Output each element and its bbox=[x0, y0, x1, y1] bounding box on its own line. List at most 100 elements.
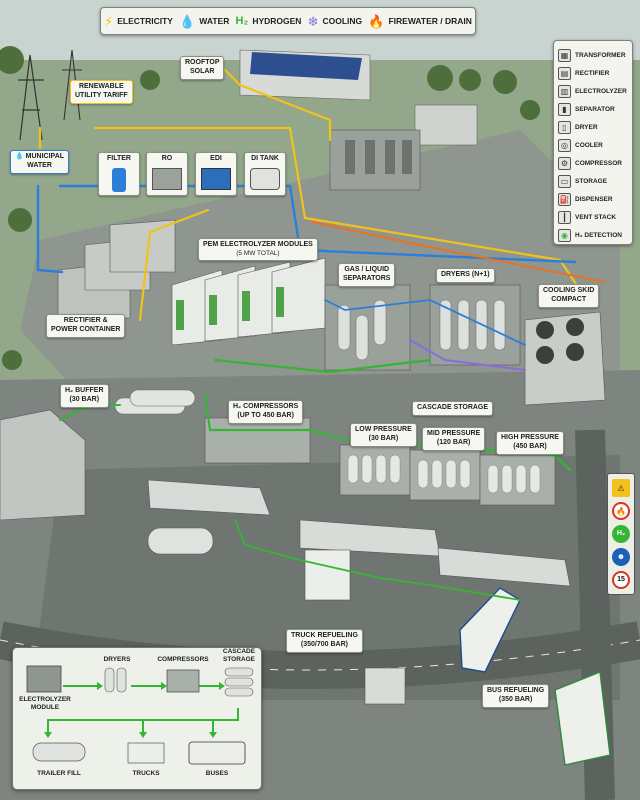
container-icon bbox=[26, 665, 62, 693]
equipment-legend: ▦ TRANSFORMER ▤ RECTIFIER ▥ELECTROLYZER ▮S… bbox=[553, 40, 633, 245]
label-mid-pressure: MID PRESSURE (120 BAR) bbox=[422, 427, 486, 451]
label-line: STORAGE bbox=[222, 655, 256, 663]
h2-icon: H₂ bbox=[235, 14, 249, 27]
label-line: (30 BAR) bbox=[368, 434, 399, 442]
label-line: BUS REFUELING bbox=[487, 687, 545, 694]
equipment-row: ▭STORAGE bbox=[558, 172, 628, 190]
label-line: H₂ BUFFER bbox=[65, 387, 104, 394]
equipment-row: ⛽ DISPENSER bbox=[558, 190, 628, 208]
no-flame-icon: 🔥 bbox=[612, 502, 630, 521]
label-dryers: DRYERS (N+1) bbox=[436, 268, 495, 283]
storage-icon bbox=[224, 667, 254, 697]
label-line: MUNICIPAL bbox=[25, 153, 65, 160]
label-line: POWER CONTAINER bbox=[51, 325, 121, 333]
label-high-pressure: HIGH PRESSURE (450 BAR) bbox=[496, 431, 564, 455]
label-pem-electrolyzers: PEM ELECTROLYZER MODULES (5 MW TOTAL) bbox=[198, 238, 318, 261]
equipment-label: COMPRESSOR bbox=[575, 159, 622, 167]
warning-icon: ⚠ bbox=[612, 479, 630, 498]
equipment-label: ELECTROLYZER bbox=[575, 87, 627, 95]
label-line: HIGH PRESSURE bbox=[501, 434, 559, 441]
equipment-label: DISPENSER bbox=[575, 195, 613, 203]
dispenser-icon: ⛽ bbox=[558, 192, 571, 206]
flow-electrolyzer-label: ELECTROLYZER MODULE bbox=[17, 696, 73, 712]
compressor-icon: ⚙ bbox=[558, 156, 571, 170]
label-h2-compressors: H₂ COMPRESSORS (UP TO 450 BAR) bbox=[228, 400, 304, 424]
label-line: FILTER bbox=[107, 155, 131, 162]
equipment-row: ▦ TRANSFORMER bbox=[558, 46, 628, 64]
legend-electricity: ⚡ ELECTRICITY bbox=[104, 15, 173, 28]
label-h2-buffer: H₂ BUFFER (30 BAR) bbox=[60, 384, 109, 408]
label-line: COMPACT bbox=[551, 295, 587, 303]
flow-buses-label: BUSES bbox=[205, 770, 229, 777]
label-rectifier: RECTIFIER & POWER CONTAINER bbox=[46, 314, 126, 338]
equipment-row: ▯ DRYER bbox=[558, 118, 628, 136]
label-line: UTILITY TARIFF bbox=[75, 91, 128, 99]
legend-electricity-label: ELECTRICITY bbox=[117, 16, 173, 26]
label-di-tank: DI TANK bbox=[244, 152, 286, 196]
process-flow-inset: ELECTROLYZER MODULE DRYERS COMPRESSORS C… bbox=[12, 647, 262, 790]
label-line: DI TANK bbox=[251, 155, 279, 162]
equipment-row: ▥ELECTROLYZER bbox=[558, 82, 628, 100]
h2-detection-icon: ◉ bbox=[558, 228, 571, 242]
label-line: (5 MW TOTAL) bbox=[236, 249, 280, 257]
equipment-row: ┃ VENT STACK bbox=[558, 208, 628, 226]
snowflake-icon: ❄ bbox=[307, 13, 319, 29]
equipment-label: COOLER bbox=[575, 141, 603, 149]
equipment-label: RECTIFIER bbox=[575, 69, 610, 77]
water-drop-icon: 💧 bbox=[15, 153, 24, 160]
flow-cascade-label: CASCADE STORAGE bbox=[217, 648, 261, 664]
label-line: SOLAR bbox=[189, 67, 215, 75]
equipment-row: ▮SEPARATOR bbox=[558, 100, 628, 118]
legend-hydrogen-label: HYDROGEN bbox=[252, 16, 302, 26]
legend-firewater: 🔥 FIREWATER / DRAIN bbox=[368, 15, 472, 28]
equipment-label: TRANSFORMER bbox=[575, 51, 626, 59]
legend-water-label: WATER bbox=[199, 16, 230, 26]
label-line: ELECTROLYZER bbox=[19, 696, 71, 703]
label-line: MODULE bbox=[30, 703, 60, 711]
label-municipal-water: 💧 MUNICIPAL WATER bbox=[10, 150, 70, 174]
storage-icon: ▭ bbox=[558, 174, 571, 188]
label-truck-refueling: TRUCK REFUELING (350/700 BAR) bbox=[286, 629, 363, 653]
label-line: (120 BAR) bbox=[436, 438, 471, 446]
lightning-icon: ⚡ bbox=[104, 13, 114, 29]
label-line: ROOFTOP bbox=[185, 59, 220, 66]
label-line: DRYERS (N+1) bbox=[441, 271, 490, 278]
legend-cooling: ❄ COOLING bbox=[308, 15, 363, 28]
label-line: H₂ COMPRESSORS bbox=[233, 403, 299, 410]
trailer-icon bbox=[32, 742, 86, 762]
flow-arrows bbox=[26, 665, 254, 765]
equipment-label: VENT STACK bbox=[575, 213, 617, 221]
label-line: (30 BAR) bbox=[69, 395, 100, 403]
vent-stack-icon: ┃ bbox=[558, 210, 571, 224]
label-line: CASCADE bbox=[222, 648, 256, 655]
label-line: CASCADE STORAGE bbox=[417, 404, 489, 411]
label-edi: EDI bbox=[195, 152, 237, 196]
equipment-label: DRYER bbox=[575, 123, 598, 131]
truck-icon bbox=[127, 742, 165, 764]
flow-trucks-label: TRUCKS bbox=[132, 770, 160, 777]
flow-dryers-label: DRYERS bbox=[103, 656, 131, 663]
cooler-icon: ◎ bbox=[558, 138, 571, 152]
speed-limit-sign: 15 bbox=[612, 570, 630, 589]
legend-hydrogen: H₂ HYDROGEN bbox=[235, 14, 302, 27]
flow-compressors-label: COMPRESSORS bbox=[157, 656, 209, 663]
label-line: (450 BAR) bbox=[513, 442, 547, 450]
label-bus-refueling: BUS REFUELING (350 BAR) bbox=[482, 684, 550, 708]
label-ro: RO bbox=[146, 152, 188, 196]
equipment-row: ⚙ COMPRESSOR bbox=[558, 154, 628, 172]
dryer-icon bbox=[104, 667, 127, 693]
label-line: RECTIFIER & bbox=[63, 317, 108, 324]
legend-cooling-label: COOLING bbox=[322, 16, 363, 26]
transformer-icon: ▦ bbox=[558, 48, 571, 62]
ro-icon bbox=[152, 167, 182, 190]
equipment-label: H₂ DETECTION bbox=[575, 231, 622, 239]
rectifier-icon: ▤ bbox=[558, 66, 571, 80]
utility-legend: ⚡ ELECTRICITY 💧 WATER H₂ HYDROGEN ❄ COOL… bbox=[100, 7, 476, 35]
dryer-icon: ▯ bbox=[558, 120, 571, 134]
label-cascade-storage: CASCADE STORAGE bbox=[412, 401, 494, 416]
label-line: RENEWABLE bbox=[78, 83, 124, 90]
label-line: COOLING SKID bbox=[543, 287, 595, 294]
label-cooling-skid: COOLING SKID COMPACT bbox=[538, 284, 600, 308]
label-line: LOW PRESSURE bbox=[355, 426, 412, 433]
